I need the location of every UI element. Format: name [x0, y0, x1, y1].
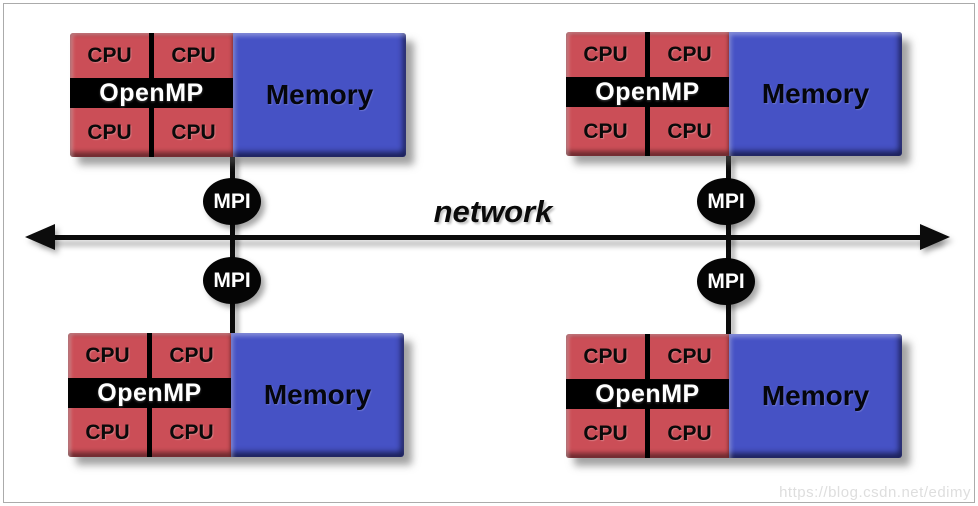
cpu-row: CPU CPU — [68, 408, 231, 457]
cpu-grid: CPU CPU OpenMP CPU CPU — [70, 33, 233, 157]
openmp-band: OpenMP — [68, 378, 231, 408]
watermark: https://blog.csdn.net/edimy — [779, 484, 971, 501]
cpu-label: CPU — [667, 119, 712, 143]
cpu-row: CPU CPU — [68, 333, 231, 378]
network-label: network — [433, 194, 553, 229]
cpu-label: CPU — [667, 42, 712, 66]
cpu-divider — [147, 408, 152, 457]
cpu-label: CPU — [667, 344, 712, 368]
compute-node-top-left: CPU CPU OpenMP CPU CPU Memory — [70, 33, 406, 157]
cpu-label: CPU — [583, 119, 628, 143]
cpu-divider — [149, 108, 154, 157]
memory-box: Memory — [233, 33, 406, 157]
cpu-row: CPU CPU — [70, 33, 233, 78]
cpu-row: CPU CPU — [566, 107, 729, 156]
cpu-label: CPU — [87, 120, 132, 144]
cpu-divider — [147, 333, 152, 378]
mpi-badge: MPI — [203, 178, 261, 225]
cpu-row: CPU CPU — [566, 334, 729, 379]
cpu-grid: CPU CPU OpenMP CPU CPU — [68, 333, 231, 457]
cpu-label: CPU — [583, 42, 628, 66]
memory-box: Memory — [729, 334, 902, 458]
mpi-badge: MPI — [203, 257, 261, 304]
network-line — [38, 235, 940, 240]
cpu-grid: CPU CPU OpenMP CPU CPU — [566, 334, 729, 458]
openmp-band: OpenMP — [566, 77, 729, 107]
mpi-badge: MPI — [697, 178, 755, 225]
cpu-label: CPU — [85, 343, 130, 367]
openmp-band: OpenMP — [566, 379, 729, 409]
memory-box: Memory — [231, 333, 404, 457]
cpu-label: CPU — [667, 421, 712, 445]
cpu-divider — [645, 334, 650, 379]
cpu-grid: CPU CPU OpenMP CPU CPU — [566, 32, 729, 156]
cpu-label: CPU — [171, 43, 216, 67]
cpu-label: CPU — [171, 120, 216, 144]
cpu-row: CPU CPU — [566, 409, 729, 458]
cpu-divider — [645, 107, 650, 156]
cpu-label: CPU — [85, 420, 130, 444]
network-arrow-right-icon — [920, 224, 950, 250]
cpu-divider — [645, 32, 650, 77]
cpu-row: CPU CPU — [70, 108, 233, 157]
mpi-badge: MPI — [697, 258, 755, 305]
cpu-label: CPU — [169, 343, 214, 367]
compute-node-bottom-right: CPU CPU OpenMP CPU CPU Memory — [566, 334, 902, 458]
cpu-label: CPU — [583, 344, 628, 368]
compute-node-top-right: CPU CPU OpenMP CPU CPU Memory — [566, 32, 902, 156]
cpu-row: CPU CPU — [566, 32, 729, 77]
network-arrow-left-icon — [25, 224, 55, 250]
cpu-label: CPU — [169, 420, 214, 444]
cpu-label: CPU — [87, 43, 132, 67]
memory-box: Memory — [729, 32, 902, 156]
compute-node-bottom-left: CPU CPU OpenMP CPU CPU Memory — [68, 333, 404, 457]
openmp-band: OpenMP — [70, 78, 233, 108]
cpu-divider — [149, 33, 154, 78]
cpu-label: CPU — [583, 421, 628, 445]
cpu-divider — [645, 409, 650, 458]
